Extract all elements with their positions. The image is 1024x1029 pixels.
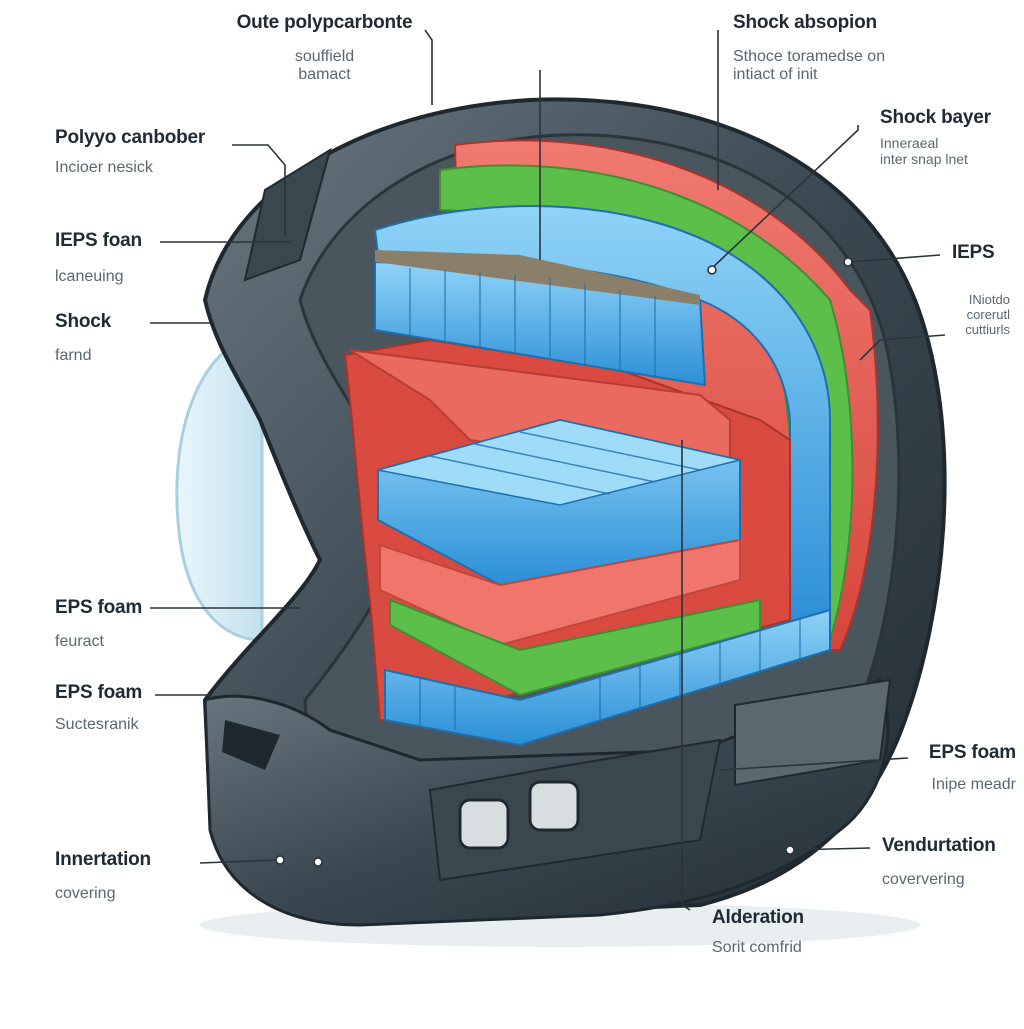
callout-title: Shock absopion: [733, 12, 877, 33]
callout-title: Innertation: [55, 849, 151, 870]
callout-sub: feuract: [55, 633, 104, 650]
front-vent: [222, 720, 280, 770]
callout-ieps-right-sub: INiotdo corerutl cuttiurls: [965, 292, 1010, 337]
callout-sub: Suctesranik: [55, 716, 139, 733]
callout-sub: farnd: [55, 347, 92, 364]
callout-title: IEPS: [952, 242, 995, 263]
callout-ieps-right: IEPS: [952, 242, 995, 264]
callout-title: EPS foam: [928, 742, 1016, 763]
chin-vent-left: [458, 798, 510, 850]
callout-title: IEPS foan: [55, 230, 142, 251]
callout-eps-foam-2: EPS foam Suctesranik: [55, 682, 142, 734]
callout-ieps-foam-left: IEPS foan lcaneuing: [55, 230, 142, 286]
callout-sub: coververing: [882, 871, 965, 888]
top-vent: [243, 147, 332, 282]
leader-dots: [275, 257, 853, 867]
callout-sub: lcaneuing: [55, 268, 124, 285]
leader-lines: [150, 29, 946, 911]
callout-title: Vendurtation: [882, 835, 996, 856]
callout-sub: covering: [55, 885, 116, 902]
callout-shock-left: Shock farnd: [55, 311, 111, 365]
callout-title: Shock: [55, 311, 112, 332]
callout-eps-foam-right: EPS foam Inipe meadr: [929, 742, 1016, 794]
callout-title: EPS foam: [55, 597, 143, 618]
callout-sub: Incioer nesick: [55, 159, 153, 176]
callout-sub: Sthoce toramedse on intiact of init: [733, 48, 886, 83]
callout-title: EPS foam: [55, 682, 143, 703]
callout-title: Oute polypcarbonte: [236, 12, 413, 33]
callout-vendurtation: Vendurtation coververing: [882, 835, 996, 889]
visor: [175, 333, 264, 642]
callout-title: Polyyo canbober: [55, 127, 206, 148]
callout-innertation: Innertation covering: [55, 849, 151, 903]
callout-sub: INiotdo corerutl cuttiurls: [965, 292, 1010, 337]
callout-shock-bayer: Shock bayer Inneraeal inter snap lnet: [880, 107, 991, 167]
callout-alderation: Alderation Sorit comfrid: [712, 907, 804, 957]
callout-sub: souffield bamact: [294, 48, 355, 83]
lower-foam-band: [384, 608, 831, 747]
coral-slab: [379, 538, 741, 647]
chin-vent-right: [528, 780, 580, 832]
callout-title: Shock bayer: [880, 107, 991, 128]
callout-sub: Sorit comfrid: [712, 939, 802, 956]
callout-sub: Inipe meadr: [931, 776, 1017, 793]
upper-foam-block: [374, 250, 707, 387]
callout-title: Alderation: [712, 907, 804, 928]
callout-shock-absorption: Shock absopion Sthoce toramedse on intia…: [733, 12, 885, 84]
middle-foam-slab: [377, 418, 741, 587]
callout-sub: Inneraeal inter snap lnet: [880, 135, 968, 167]
callout-outer-shell: Oute polypcarbonte souffield bamact: [222, 12, 427, 84]
callout-eps-foam-1: EPS foam feuract: [55, 597, 142, 651]
callout-polyyo-canbober: Polyyo canbober Incioer nesick: [55, 127, 205, 177]
